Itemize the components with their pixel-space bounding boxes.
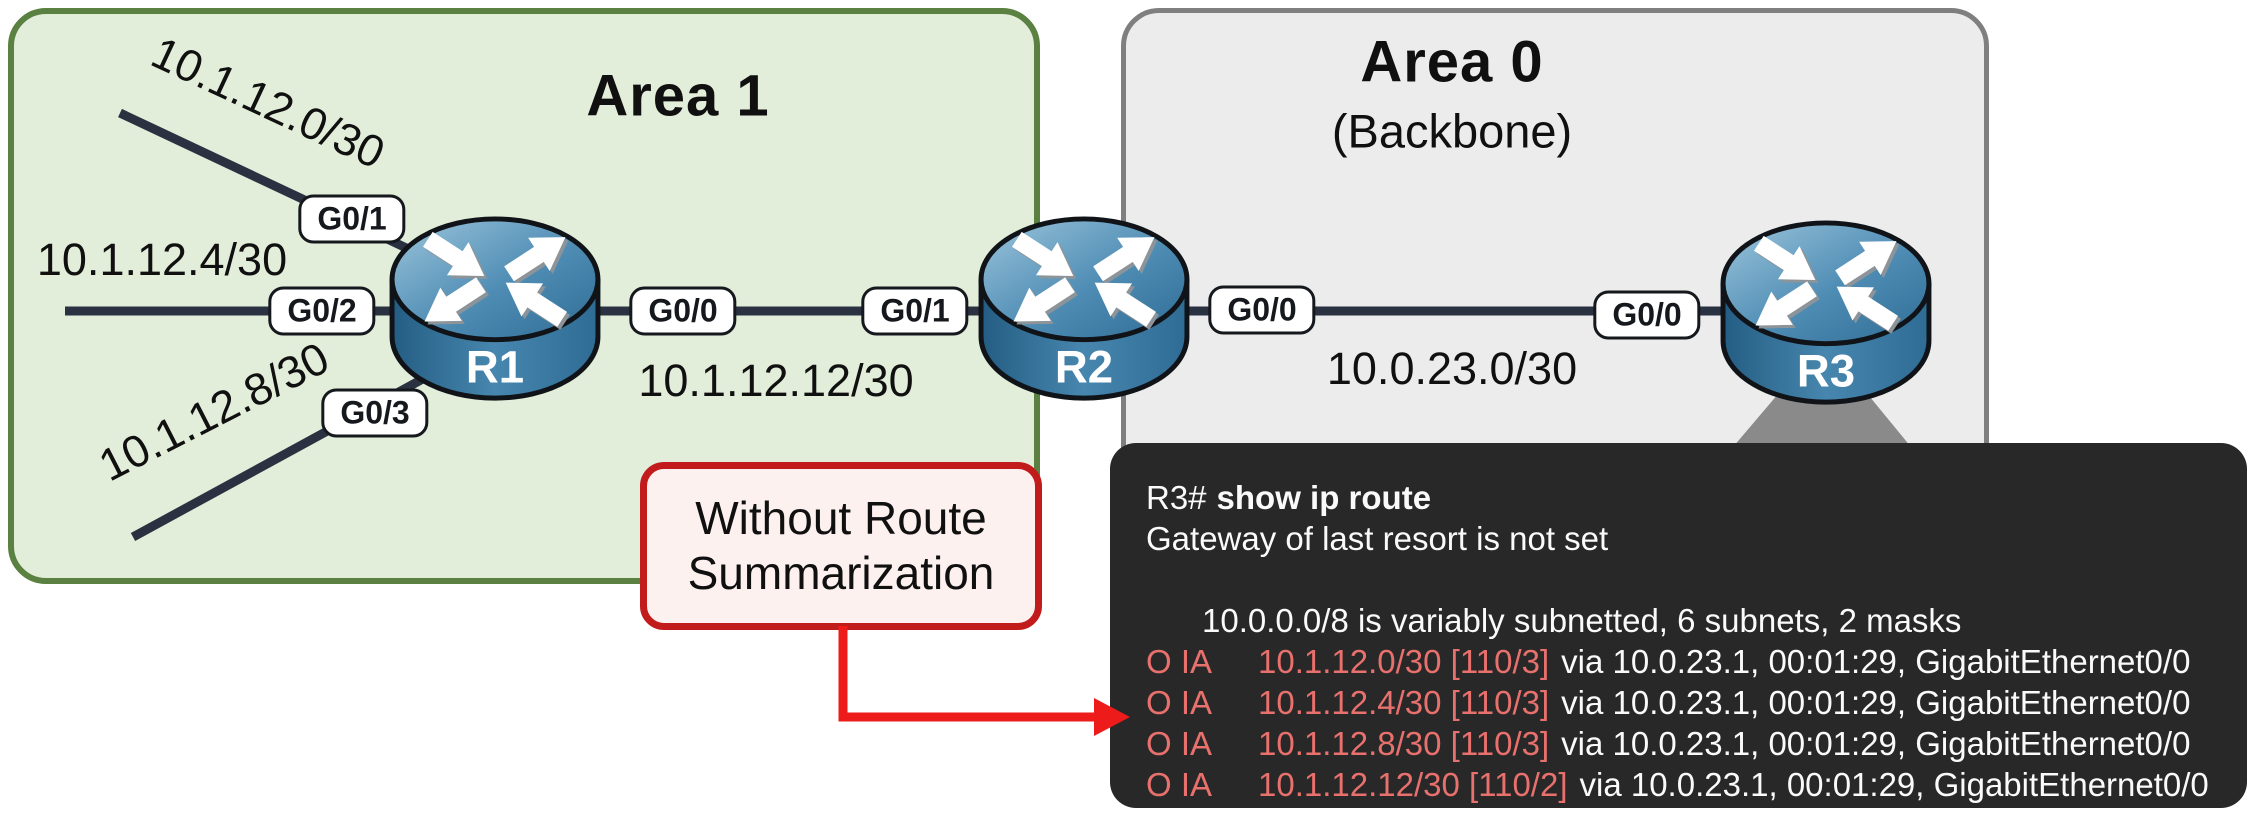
route-via: via 10.0.23.1, 00:01:29, GigabitEthernet… (1561, 725, 2191, 762)
callout-without-summarization: Without Route Summarization (640, 462, 1042, 630)
subnet-label-r2-r3: 10.0.23.0/30 (1326, 343, 1578, 394)
route-code: O IA (1146, 643, 1213, 680)
subnet-label-stub2: 10.1.12.4/30 (36, 234, 288, 285)
terminal-route-line: O IA 10.1.12.0/30 [110/3] via 10.0.23.1, 0… (1146, 641, 2227, 682)
terminal-window: R3#show ip route Gateway of last resort … (1110, 443, 2247, 808)
interface-label-r1-g00: G0/0 (629, 286, 737, 336)
area0-subtitle: (Backbone) (1331, 104, 1573, 158)
interface-label-r1-g01: G0/1 (298, 194, 406, 244)
terminal-route-line: O IA 10.1.12.8/30 [110/3] via 10.0.23.1, 0… (1146, 723, 2227, 764)
route-network: 10.1.12.8/30 [110/3] (1258, 725, 1550, 762)
router-icon: R2 (978, 216, 1190, 401)
terminal-blank-line (1146, 559, 2227, 600)
interface-label-r1-g03: G0/3 (321, 388, 429, 438)
terminal-gateway-line: Gateway of last resort is not set (1146, 520, 1609, 557)
terminal-command: show ip route (1216, 479, 1432, 516)
router-arrows-icon (1753, 235, 1899, 331)
area1-title: Area 1 (586, 63, 770, 129)
route-network: 10.1.12.4/30 [110/3] (1258, 684, 1550, 721)
router-name-label: R1 (466, 341, 524, 392)
route-network: 10.1.12.12/30 [110/2] (1258, 766, 1568, 803)
router-arrows-icon (1011, 231, 1157, 327)
router-arrows-icon (422, 231, 568, 327)
terminal-route-line: O IA 10.1.12.4/30 [110/3] via 10.0.23.1, 0… (1146, 682, 2227, 723)
route-via: via 10.0.23.1, 00:01:29, GigabitEthernet… (1561, 643, 2191, 680)
router-r1: R1 (385, 212, 605, 408)
router-r3: R3 (1716, 216, 1936, 412)
callout-line1: Without Route (695, 491, 987, 544)
route-via: via 10.0.23.1, 00:01:29, GigabitEthernet… (1561, 684, 2191, 721)
route-code: O IA (1146, 684, 1213, 721)
callout-line2: Summarization (687, 547, 995, 599)
terminal-subnet-header: 10.0.0.0/8 is variably subnetted, 6 subn… (1202, 602, 1962, 639)
subnet-label-r1-r2: 10.1.12.12/30 (638, 355, 914, 406)
terminal-prompt: R3# (1146, 479, 1207, 516)
router-name-label: R2 (1055, 341, 1113, 392)
router-r2: R2 (974, 212, 1194, 408)
route-code: O IA (1146, 766, 1213, 803)
route-via: via 10.0.23.1, 00:01:29, GigabitEthernet… (1579, 766, 2209, 803)
router-icon: R1 (389, 216, 601, 401)
router-icon: R3 (1720, 220, 1932, 405)
interface-label-r2-g00: G0/0 (1208, 285, 1316, 335)
interface-label-r2-g01: G0/1 (861, 286, 969, 336)
terminal-command-line: R3#show ip route (1146, 477, 2227, 518)
interface-label-r3-g00: G0/0 (1593, 290, 1701, 340)
area0-title: Area 0 (1360, 29, 1544, 95)
route-code: O IA (1146, 725, 1213, 762)
interface-label-r1-g02: G0/2 (268, 286, 376, 336)
route-network: 10.1.12.0/30 [110/3] (1258, 643, 1550, 680)
terminal-route-line: O IA 10.1.12.12/30 [110/2] via 10.0.23.1, … (1146, 764, 2227, 805)
router-name-label: R3 (1797, 345, 1855, 396)
